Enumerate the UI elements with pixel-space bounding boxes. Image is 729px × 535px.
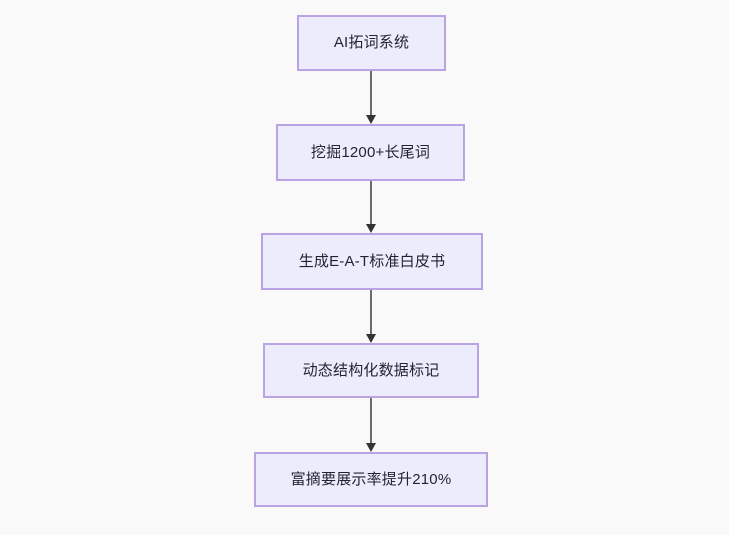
arrowhead-icon: [366, 334, 376, 343]
flow-node-label: 动态结构化数据标记: [302, 361, 440, 379]
flow-node-dynamic-structured-data-markup[interactable]: 动态结构化数据标记: [263, 343, 479, 398]
flow-node-rich-snippet-impression-lift[interactable]: 富摘要展示率提升210%: [254, 452, 488, 507]
connector-line: [370, 290, 372, 336]
connector-line: [370, 71, 372, 117]
flow-node-ai-keyword-system[interactable]: AI拓词系统: [297, 15, 446, 71]
arrowhead-icon: [366, 443, 376, 452]
flow-node-generate-eat-whitepaper[interactable]: 生成E-A-T标准白皮书: [261, 233, 483, 290]
arrowhead-icon: [366, 224, 376, 233]
connector-line: [370, 398, 372, 445]
flow-node-label: AI拓词系统: [333, 34, 410, 51]
arrowhead-icon: [366, 115, 376, 124]
flow-node-label: 富摘要展示率提升210%: [290, 470, 452, 488]
connector-line: [370, 181, 372, 226]
flow-node-mine-longtail-keywords[interactable]: 挖掘1200+长尾词: [276, 124, 465, 181]
flow-node-label: 挖掘1200+长尾词: [310, 143, 431, 161]
flow-node-label: 生成E-A-T标准白皮书: [298, 252, 446, 270]
